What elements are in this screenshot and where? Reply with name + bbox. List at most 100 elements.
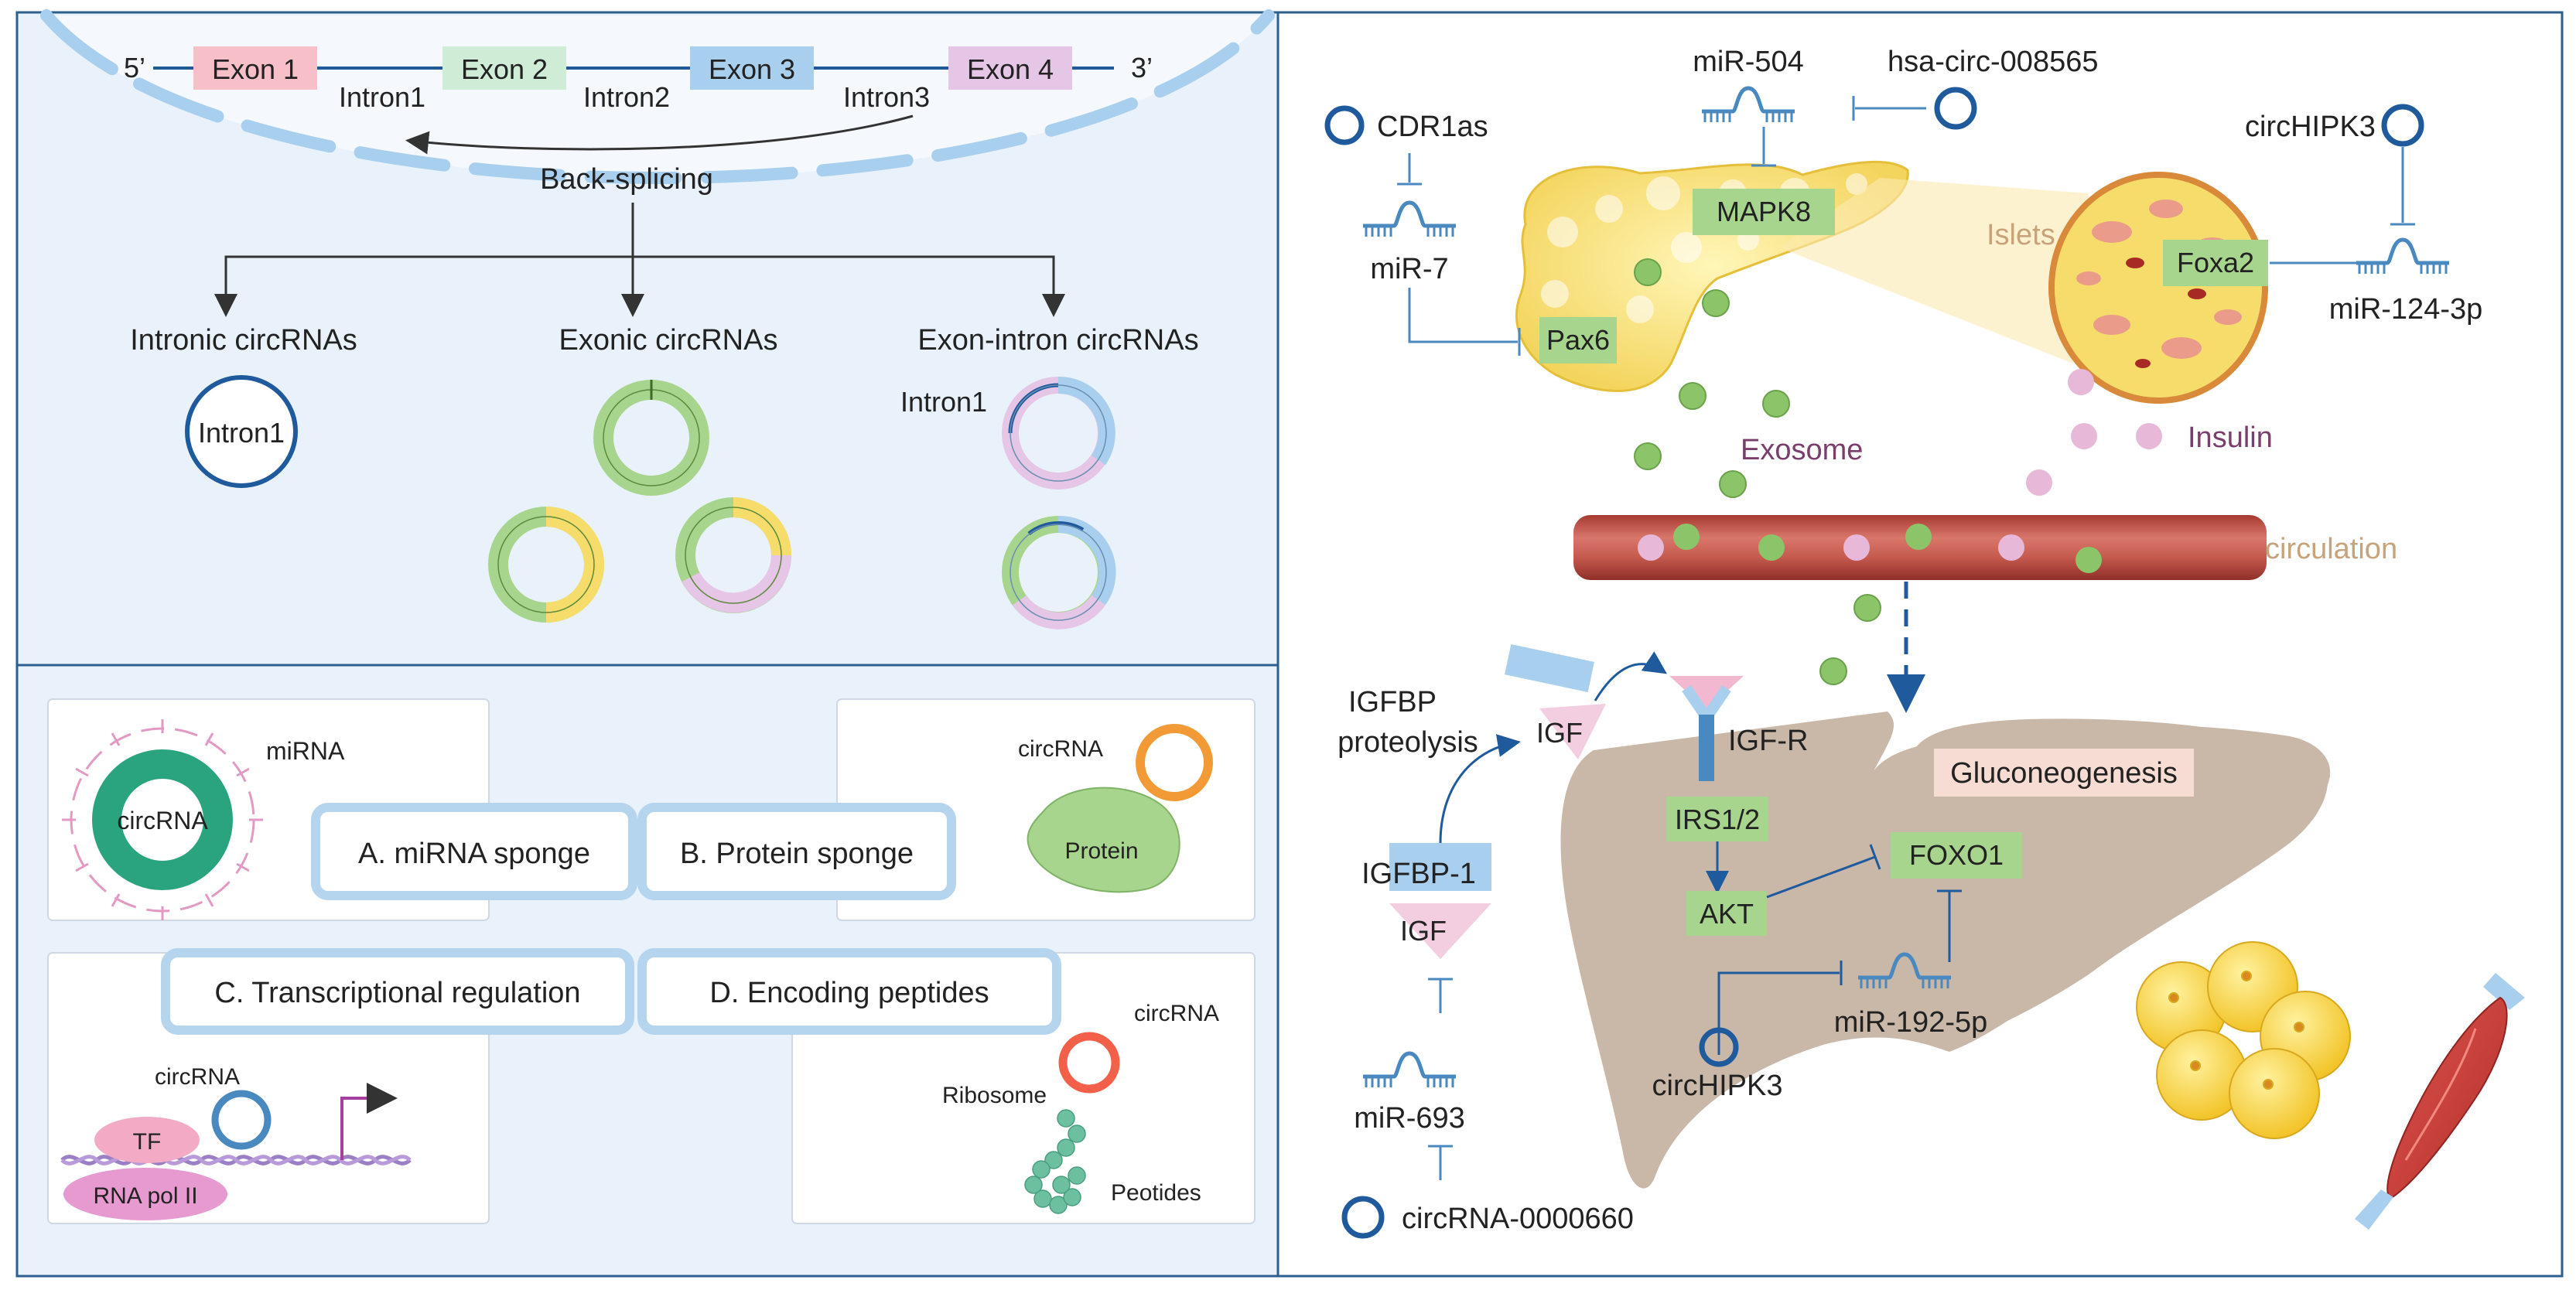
igfbp1-box — [1389, 843, 1491, 891]
mapk8-box — [1693, 189, 1835, 235]
mir192-label: miR-192-5p — [1834, 1006, 1988, 1039]
akt-label: AKT — [1700, 898, 1754, 930]
ei-intron-label: Intron1 — [900, 386, 987, 418]
igfbp-proteolysis-line2: proteolysis — [1338, 726, 1478, 759]
foxo1-label: FOXO1 — [1909, 839, 2004, 871]
adipocytes — [2136, 941, 2351, 1139]
mir7-label: miR-7 — [1370, 253, 1448, 285]
intronic-circle-label: Intron1 — [198, 417, 285, 449]
exon-intron-circrna-1 — [1002, 376, 1115, 490]
gluconeogenesis-box — [1934, 749, 2194, 797]
nucleus-membrane-dashes — [40, 9, 1275, 184]
a-mirna-label: miRNA — [266, 737, 345, 765]
back-splicing-arrow — [405, 114, 914, 155]
pax6-label: Pax6 — [1546, 324, 1610, 356]
hsa-circ-ring — [1934, 87, 1977, 130]
transcription-start-arrow — [340, 1083, 398, 1160]
muscle — [2355, 973, 2525, 1230]
akt-foxo1-bar — [1869, 844, 1881, 870]
gluconeogenesis-label: Gluconeogenesis — [1950, 757, 2178, 790]
circhipk3-liver-label: circHIPK3 — [1652, 1070, 1783, 1102]
exon-2-box — [442, 46, 566, 90]
igf-free-label: IGF — [1536, 717, 1583, 749]
foxo1-box — [1891, 832, 2022, 879]
vessel-particles — [1638, 524, 2102, 573]
intronic-circrnas-title: Intronic circRNAs — [130, 324, 357, 357]
svg-text:D. Encoding peptides: D. Encoding peptides — [709, 977, 989, 1009]
exosome-falling-1 — [1853, 594, 1881, 622]
tf-shape — [94, 1117, 200, 1163]
c-circrna-ring — [211, 1090, 272, 1150]
b-circrna-label: circRNA — [1018, 736, 1103, 762]
igfbp-fragment — [1505, 644, 1594, 692]
igf-to-receptor-arrow — [1594, 651, 1667, 701]
branch-left — [214, 255, 633, 317]
b-protein-label: Protein — [1064, 838, 1138, 864]
exonic-circrnas-title: Exonic circRNAs — [559, 324, 778, 357]
peptide-chain — [1024, 1109, 1086, 1214]
exon-1-label: Exon 1 — [212, 53, 299, 85]
five-prime-label: 5’ — [124, 52, 145, 84]
insulin-particles — [2026, 369, 2162, 496]
exon-4-box — [948, 46, 1072, 90]
mir124-label: miR-124-3p — [2329, 293, 2483, 326]
liver-right-lobe — [1886, 718, 2328, 1044]
akt-to-foxo1-inhibit — [1766, 855, 1876, 899]
irs-label: IRS1/2 — [1675, 804, 1760, 835]
mir693-label: miR-693 — [1354, 1102, 1465, 1135]
intron-2-label: Intron2 — [583, 81, 670, 113]
rna-pol-ii-shape — [63, 1168, 227, 1220]
akt-box — [1686, 891, 1767, 936]
label-d: D. Encoding peptides — [637, 948, 1061, 1035]
mir7-to-pax6 — [1408, 288, 1518, 343]
igf-bound-shape — [1389, 903, 1491, 959]
circhipk3-top-ring — [2381, 104, 2424, 147]
exosome-falling-2 — [1819, 657, 1847, 685]
intronic-circrna — [185, 375, 298, 488]
cdr1as-ring — [1324, 105, 1365, 145]
islet-zoom-beam — [1779, 178, 2089, 363]
circhipk3-liver-ring — [1699, 1027, 1739, 1067]
foxa2-box — [2163, 240, 2268, 286]
exon-3-label: Exon 3 — [709, 53, 795, 85]
exon-3-box — [690, 46, 814, 90]
d-circrna-label: circRNA — [1134, 1001, 1219, 1026]
label-a: A. miRNA sponge — [311, 803, 637, 900]
exon-intron-circrnas-title: Exon-intron circRNAs — [917, 324, 1198, 357]
back-splicing-label: Back-splicing — [540, 163, 713, 196]
mapk8-label: MAPK8 — [1717, 196, 1811, 227]
exosome-label: Exosome — [1741, 434, 1863, 466]
hsa-circ-label: hsa-circ-008565 — [1888, 46, 2098, 78]
exosome-particles — [1634, 258, 1790, 498]
circulation-label: circulation — [2265, 533, 2397, 565]
circrna-0000660-label: circRNA-0000660 — [1402, 1203, 1634, 1235]
exonic-circrna-3 — [675, 497, 791, 613]
islet-vessels — [2126, 258, 2206, 368]
label-b: B. Protein sponge — [637, 803, 956, 900]
igf-free-shape — [1539, 704, 1606, 759]
label-c: C. Transcriptional regulation — [161, 948, 634, 1035]
igfbp1-label: IGFBP-1 — [1361, 858, 1476, 890]
igfr-receptor — [1669, 676, 1744, 710]
d-ribosome-label: Ribosome — [942, 1083, 1047, 1108]
exon-4-label: Exon 4 — [967, 53, 1054, 85]
svg-text:C. Transcriptional regulation: C. Transcriptional regulation — [214, 977, 580, 1009]
exonic-circrna-2 — [488, 507, 604, 623]
protein-shape — [1027, 787, 1180, 893]
c-circrna-label: circRNA — [155, 1064, 240, 1090]
igfbp-proteolysis-line1: IGFBP — [1348, 686, 1437, 718]
islets-label: Islets — [1987, 219, 2055, 251]
exon-2-label: Exon 2 — [461, 53, 548, 85]
svg-text:B. Protein sponge: B. Protein sponge — [680, 838, 914, 870]
three-prime-label: 3’ — [1131, 52, 1153, 84]
irs-box — [1666, 797, 1768, 841]
b-circrna-ring — [1136, 724, 1213, 801]
d-peptides-label: Peotides — [1111, 1180, 1201, 1206]
c-tf-label: TF — [133, 1129, 162, 1155]
intron-3-label: Intron3 — [843, 81, 930, 113]
insulin-label: Insulin — [2188, 421, 2273, 454]
c-polii-label: RNA pol II — [93, 1183, 197, 1209]
svg-text:A. miRNA sponge: A. miRNA sponge — [358, 838, 590, 870]
